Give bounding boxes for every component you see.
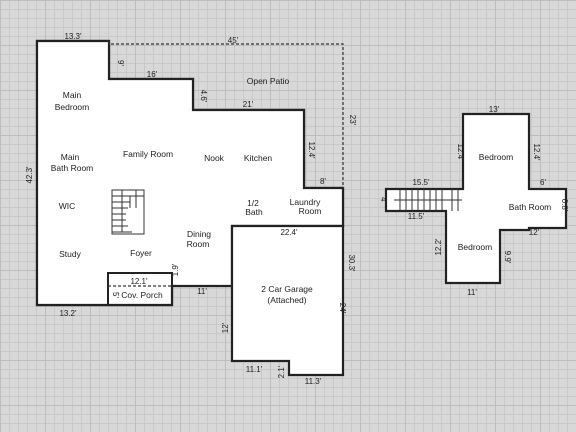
dim-16: 16' [147, 70, 158, 79]
dim-5: 5' [111, 292, 120, 298]
room-label-cov-porch: Cov. Porch [121, 290, 163, 300]
dim-upper-6: 6' [540, 178, 546, 187]
dim-9: 9' [116, 60, 125, 66]
dim-upper-12-4-right: 12.4' [532, 143, 541, 161]
upper-stairs-icon [394, 189, 462, 211]
dim-upper-9-9: 9.9' [503, 251, 512, 264]
stairs-icon [111, 189, 145, 235]
dim-2-1: 2.1' [277, 365, 286, 378]
dim-12-4-main: 12.4' [307, 141, 316, 159]
room-label-wic: WIC [59, 201, 76, 211]
room-label-nook: Nook [204, 153, 225, 163]
dim-1-9: 1.9' [171, 263, 180, 276]
room-label-bath-room-upper: Bath Room [509, 202, 552, 212]
dim-42-3: 42.3' [25, 166, 34, 184]
room-label-kitchen: Kitchen [244, 153, 273, 163]
dim-upper-12-bath: 12' [529, 228, 540, 237]
room-labels: Main Bedroom Main Bath Room Family Room … [51, 76, 552, 305]
room-label-laundry-1: Laundry [290, 197, 321, 207]
room-label-main-bedroom-1: Main [63, 90, 82, 100]
dim-upper-13: 13' [489, 105, 500, 114]
room-label-bedroom-top: Bedroom [479, 152, 514, 162]
room-label-dining-1: Dining [187, 229, 211, 239]
room-label-bedroom-bottom: Bedroom [458, 242, 493, 252]
dimension-labels: 13.3' 45' 9' 16' 4.6' 21' 23' 12.4' 8' 4… [25, 32, 569, 386]
room-label-foyer: Foyer [130, 248, 152, 258]
cov-porch-outline [107, 272, 173, 306]
dim-11-3: 11.3' [305, 377, 322, 386]
dim-45: 45' [228, 36, 239, 45]
garage-outline [230, 224, 345, 377]
main-floor [35, 39, 345, 377]
upper-floor [384, 112, 568, 285]
dim-11-1: 11.1' [246, 365, 263, 374]
open-patio-boundary [108, 41, 344, 188]
room-label-main-bedroom-2: Bedroom [55, 102, 90, 112]
dim-22-4: 22.4' [280, 228, 298, 237]
upper-floor-outline [384, 112, 568, 285]
dim-13-2: 13.2' [59, 309, 77, 318]
dim-11-porch: 11' [197, 287, 207, 296]
dim-upper-12-4-left: 12.4' [456, 143, 465, 161]
dim-13-3: 13.3' [64, 32, 82, 41]
room-label-main-bath-1: Main [61, 152, 80, 162]
room-label-garage-2: (Attached) [267, 295, 306, 305]
dim-30-3: 30.3' [347, 254, 356, 272]
room-label-study: Study [59, 249, 81, 259]
dim-12-1: 12.1' [130, 277, 148, 286]
room-label-open-patio: Open Patio [247, 76, 290, 86]
dim-upper-15-5: 15.5' [412, 178, 430, 187]
room-label-half-bath-2: Bath [245, 207, 263, 217]
dim-upper-11: 11' [467, 288, 477, 297]
dim-upper-6-8: 6.8' [560, 199, 569, 212]
dim-8: 8' [320, 177, 326, 186]
room-label-laundry-2: Room [299, 206, 322, 216]
room-label-family-room: Family Room [123, 149, 173, 159]
dim-4-6: 4.6' [199, 90, 208, 103]
dim-upper-11-5: 11.5' [408, 212, 425, 221]
dim-23: 23' [348, 115, 357, 126]
dim-12-garage: 12' [221, 322, 230, 333]
dim-24: 24' [338, 303, 347, 314]
room-label-garage-1: 2 Car Garage [261, 284, 313, 294]
room-label-dining-2: Room [187, 239, 210, 249]
dim-upper-4: 4' [379, 197, 388, 203]
room-label-half-bath-1: 1/2 [247, 198, 259, 208]
dim-21: 21' [243, 100, 254, 109]
room-label-main-bath-2: Bath Room [51, 163, 94, 173]
dim-upper-12-2: 12.2' [434, 238, 443, 256]
